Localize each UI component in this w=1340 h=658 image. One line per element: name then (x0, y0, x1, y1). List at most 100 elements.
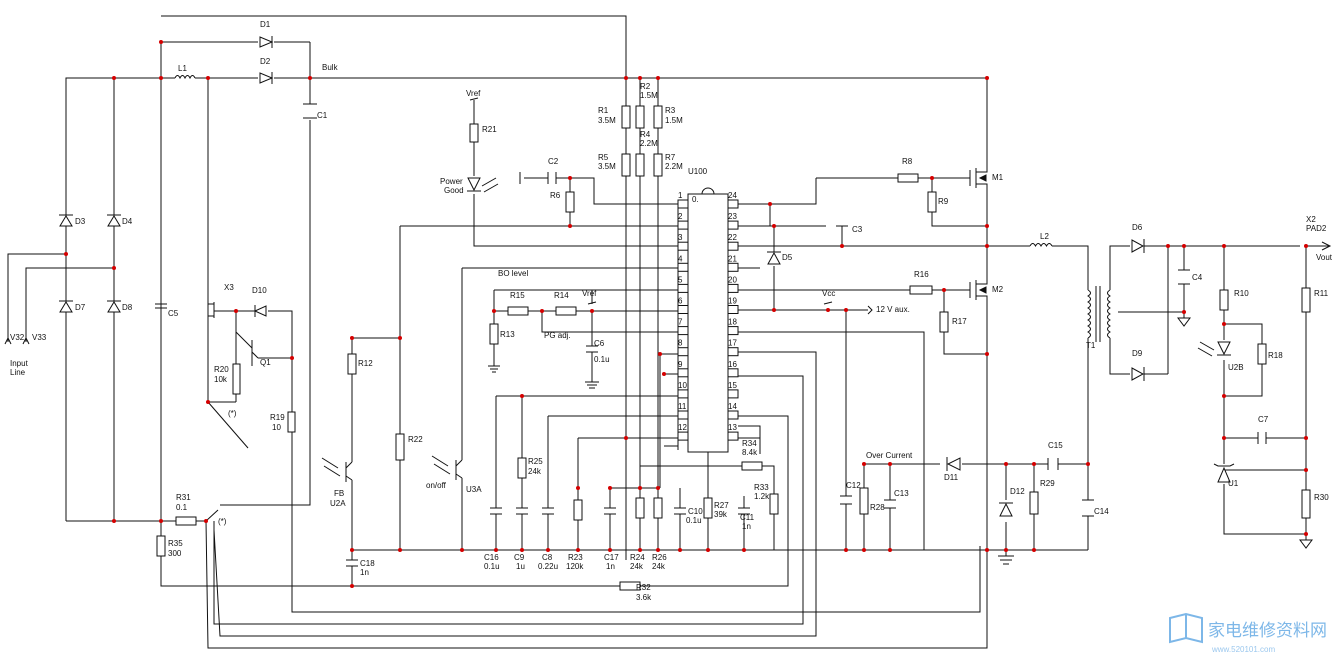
ic-pin-label-19: 19 (728, 297, 737, 306)
value-R33: 1.2k (754, 492, 770, 501)
label-D1: D1 (260, 20, 271, 29)
inductor-L2 (1029, 243, 1053, 248)
label-R24: R24 (630, 553, 645, 562)
ic-pin-label-18: 18 (728, 318, 737, 327)
label-R10: R10 (1234, 289, 1249, 298)
label-input-line-2: Line (10, 368, 26, 377)
grounds (4, 97, 1332, 565)
value-R1: 3.5M (598, 116, 616, 125)
ic-pin-18 (727, 326, 739, 336)
ic-pin-5 (677, 283, 689, 293)
value-C8: 0.22u (538, 562, 558, 571)
label-T1: T1 (1086, 341, 1096, 350)
value-R25: 24k (528, 467, 542, 476)
label-D7: D7 (75, 303, 86, 312)
label-bo-level: BO level (498, 269, 528, 278)
ic-pin-10 (677, 389, 689, 399)
label-power-good-1: Power (440, 177, 463, 186)
ic-pin-label-13: 13 (728, 423, 737, 432)
label-R3: R3 (665, 106, 676, 115)
ic-pin-23 (727, 220, 739, 230)
ic-pin-label-11: 11 (678, 402, 687, 411)
label-C16: C16 (484, 553, 499, 562)
label-R35: R35 (168, 539, 183, 548)
label-C8: C8 (542, 553, 553, 562)
mosfet-M1 (969, 164, 988, 192)
value-C9: 1u (516, 562, 525, 571)
label-vref-top: Vref (466, 89, 481, 98)
ic-pin-21 (727, 262, 739, 272)
value-R7: 2.2M (665, 162, 683, 171)
mosfet-M2 (969, 276, 988, 302)
value-C10: 0.1u (686, 516, 702, 525)
label-R28: R28 (870, 503, 885, 512)
label-R26: R26 (652, 553, 667, 562)
svg-text:0.: 0. (692, 195, 699, 204)
magnetics (174, 75, 1111, 342)
ic-pin-label-12: 12 (678, 423, 687, 432)
label-C17: C17 (604, 553, 619, 562)
diode-D11 (946, 457, 961, 471)
label-C6: C6 (594, 339, 605, 348)
label-C3: C3 (852, 225, 863, 234)
junction-dots (64, 40, 1308, 588)
label-C9: C9 (514, 553, 525, 562)
label-Q1: Q1 (260, 358, 271, 367)
label-star-1: (*) (228, 409, 237, 418)
label-on-off: on/off (426, 481, 447, 490)
diode-D12 (999, 502, 1013, 517)
value-R26: 24k (652, 562, 666, 571)
phototransistor-U2A (321, 457, 353, 482)
zener-U1 (1213, 463, 1235, 483)
label-R30: R30 (1314, 493, 1329, 502)
label-v33: V33 (32, 333, 47, 342)
label-D11: D11 (944, 473, 959, 482)
label-C2: C2 (548, 157, 559, 166)
label-R4: R4 (640, 130, 651, 139)
label-R17: R17 (952, 317, 967, 326)
value-R19: 10 (272, 423, 281, 432)
value-R3: 1.5M (665, 116, 683, 125)
value-R5: 3.5M (598, 162, 616, 171)
diode-D9 (1131, 367, 1145, 381)
led-power-good (467, 177, 499, 193)
label-U2A: U2A (330, 499, 346, 508)
value-C11: 1n (742, 522, 751, 531)
ic-pin-label-3: 3 (678, 233, 683, 242)
label-R9: R9 (938, 197, 949, 206)
transistors (208, 164, 988, 482)
diode-D10 (253, 305, 267, 317)
diode-D6 (1131, 239, 1145, 253)
ic-pin-label-16: 16 (728, 360, 737, 369)
ic-pin-8 (677, 347, 689, 357)
label-R2: R2 (640, 82, 651, 91)
ic-pin-20 (727, 283, 739, 293)
ic-pin-label-10: 10 (678, 381, 687, 390)
ic-pin-7 (677, 326, 689, 336)
diode-D7 (59, 300, 73, 313)
label-D2: D2 (260, 57, 271, 66)
ic-pin-label-14: 14 (728, 402, 737, 411)
label-star-2: (*) (218, 517, 227, 526)
label-vcc: Vcc (822, 289, 835, 298)
diode-D8 (107, 300, 121, 313)
label-R22: R22 (408, 435, 423, 444)
ic-pin-label-20: 20 (728, 275, 737, 284)
diode-D2 (259, 72, 274, 84)
ic-pin-label-7: 7 (678, 318, 683, 327)
ic-pin-24 (727, 199, 739, 209)
label-L2: L2 (1040, 232, 1049, 241)
label-R18: R18 (1268, 351, 1283, 360)
ic-pin-label-24: 24 (728, 191, 737, 200)
ic-pin-13 (727, 431, 739, 441)
label-C13: C13 (894, 489, 909, 498)
label-C18: C18 (360, 559, 375, 568)
label-input-line-1: Input (10, 359, 29, 368)
ic-pin-label-22: 22 (728, 233, 737, 242)
capacitors (155, 103, 1267, 574)
label-R5: R5 (598, 153, 609, 162)
ic-pin-3 (677, 241, 689, 251)
ic-pin-9 (677, 368, 689, 378)
ic-pin-label-2: 2 (678, 212, 683, 221)
